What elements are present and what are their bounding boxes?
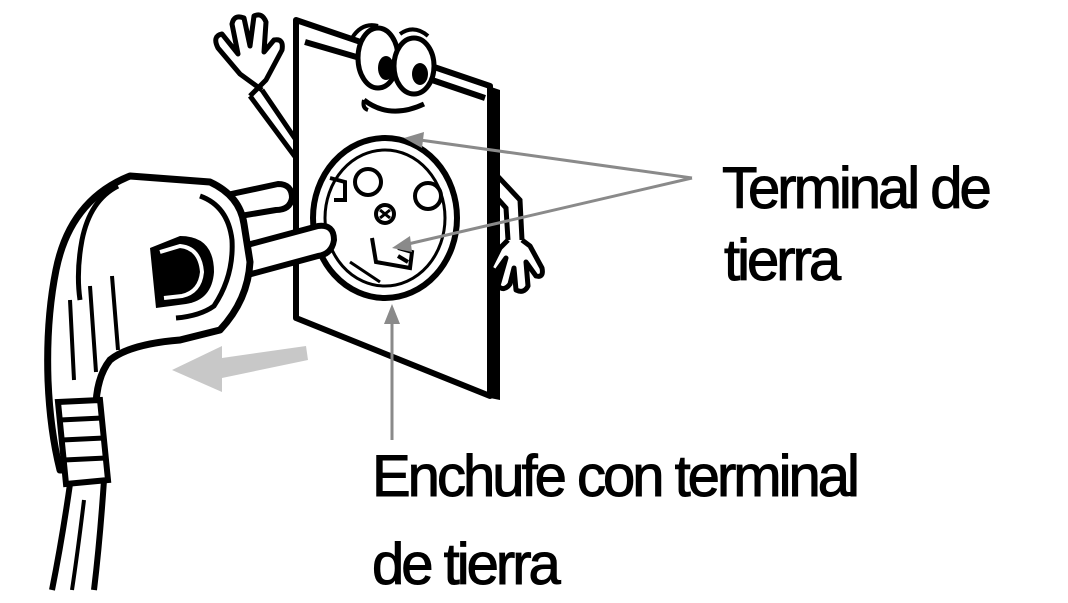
character-face	[350, 23, 437, 114]
ground-clip-top	[329, 176, 347, 202]
leader-ground-bottom	[407, 176, 693, 246]
arrow-icon	[172, 346, 308, 392]
right-hand-icon	[487, 238, 545, 294]
ground-plug	[44, 172, 337, 591]
right-arm	[487, 166, 545, 294]
leader-ground-top	[419, 138, 693, 180]
grounded-outlet-label-line1: Enchufe con terminal	[372, 444, 861, 509]
right-eye-icon	[412, 63, 428, 85]
left-arm	[213, 12, 299, 160]
smile-icon	[362, 97, 426, 114]
strain-relief	[54, 396, 112, 488]
left-eye-icon	[378, 56, 394, 80]
ground-terminal-label-line2: tierra	[723, 228, 841, 293]
plug-ribs	[68, 275, 120, 381]
pull-direction-arrow	[172, 346, 308, 392]
grounded-outlet-label-line2: de tierra	[372, 532, 562, 597]
socket	[310, 135, 460, 301]
cable	[49, 479, 107, 591]
left-hand-icon	[213, 12, 285, 98]
leader-lines	[384, 132, 693, 440]
ground-terminal-label-line1: Terminal de	[722, 156, 993, 221]
outlet-character	[213, 12, 545, 400]
